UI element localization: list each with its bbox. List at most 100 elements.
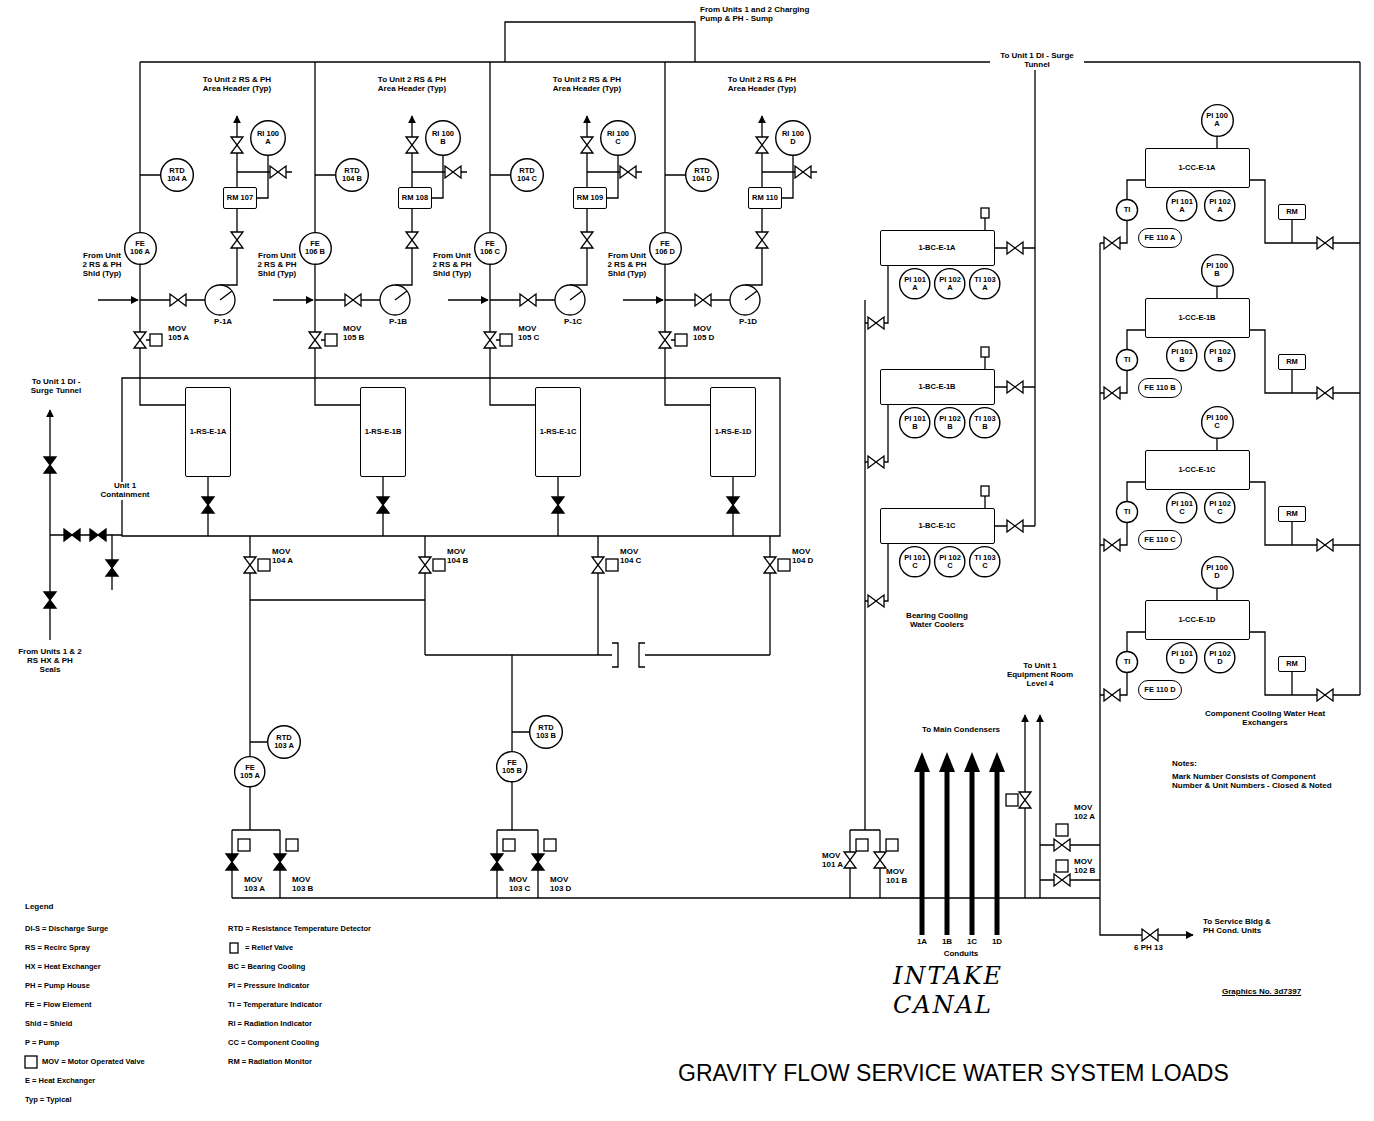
node-text: TI 103 C	[974, 554, 996, 570]
flow-element-circle: FE 105 A	[234, 756, 265, 787]
pipe-network	[50, 22, 1360, 935]
notes-text: Mark Number Consists of Component Number…	[1172, 773, 1332, 791]
rs-train	[448, 62, 642, 536]
legend-entry: MOV = Motor Operated Valve	[42, 1058, 145, 1066]
pressure-indicator: PI 101 B	[899, 407, 930, 438]
heat-exchanger-box: 1-CC-E-1A	[1145, 148, 1250, 188]
node-text: FE 105 A	[239, 764, 261, 780]
circle-outline	[1116, 199, 1137, 220]
bc-piping	[865, 486, 1035, 601]
pump-tag: P-1A	[206, 318, 240, 327]
node-text: RTD 104 A	[164, 167, 189, 183]
pipe-destination: To Unit 1 DI - Surge Tunnel	[20, 378, 92, 396]
node-text: RM	[1286, 208, 1298, 216]
circle-outline	[1201, 104, 1233, 136]
node-text: PI 101 A	[1171, 198, 1193, 214]
valve-tag: MOV 102 A	[1074, 804, 1100, 822]
heat-exchanger-box: 1-CC-E-1B	[1145, 298, 1250, 338]
pipe-connector	[1216, 438, 1217, 450]
circle-outline	[1167, 643, 1197, 673]
flow-element-tag: FE 110 D	[1138, 680, 1182, 700]
pressure-indicator: PI 102 C	[1204, 492, 1235, 523]
node-text: RTD 103 A	[271, 734, 296, 750]
pressure-indicator: PI 101 C	[1166, 492, 1197, 523]
valve-tag: MOV 101 B	[886, 868, 910, 886]
node-text: FE 105 B	[501, 759, 523, 775]
pipe-source: From Unit 2 RS & PH Shld (Typ)	[605, 252, 649, 279]
node-text: FE 110 A	[1145, 234, 1176, 242]
node-text: PI 100 B	[1205, 262, 1229, 278]
node-text: 1-BC-E-1B	[918, 383, 955, 391]
node-text: PI 101 A	[904, 276, 926, 292]
pump-tag: P-1B	[381, 318, 415, 327]
monitor-box: RM	[1278, 204, 1306, 220]
pipe-connector	[432, 156, 443, 198]
node-text: FE 106 D	[653, 240, 677, 256]
heat-exchanger-box: 1-RS-E-1C	[535, 387, 581, 477]
node-text: RM	[1286, 510, 1298, 518]
node-text: PI 101 B	[1171, 348, 1193, 364]
valve-tag: MOV 103 C	[509, 876, 535, 894]
circle-outline	[686, 159, 719, 192]
circle-outline	[299, 232, 331, 264]
area-name: Unit 1 Containment	[92, 482, 158, 500]
valve-tag: MOV 105 C	[518, 325, 544, 343]
legend-entry: Typ = Typical	[25, 1096, 72, 1104]
legend-entry: RM = Radiation Monitor	[228, 1058, 312, 1066]
circle-outline	[1201, 556, 1233, 588]
flow-element-tag: FE 110 C	[1138, 530, 1182, 550]
legend-entry: = Relief Valve	[245, 944, 293, 952]
node-text: 1-RS-E-1C	[540, 428, 577, 436]
heat-exchanger-box: 1-RS-E-1B	[360, 387, 406, 477]
legend-entry: TI = Temperature Indicator	[228, 1001, 322, 1009]
node-text: RTD 103 B	[533, 724, 558, 740]
group-caption: Component Cooling Water Heat Exchangers	[1198, 710, 1332, 728]
indicator-circle: RI 100 B	[425, 120, 461, 156]
node-text: FE 106 A	[128, 240, 152, 256]
pipe-destination: To Main Condensers	[918, 726, 1004, 735]
circle-outline	[1167, 493, 1197, 523]
pressure-indicator: PI 102 D	[1204, 642, 1235, 673]
valve-tag: MOV 104 B	[447, 548, 473, 566]
node-text: 1-RS-E-1A	[190, 428, 227, 436]
circle-outline	[235, 757, 265, 787]
monitor-box: RM 107	[223, 187, 257, 209]
valve-tag: MOV 102 B	[1074, 858, 1100, 876]
node-text: 1-BC-E-1C	[918, 522, 955, 530]
flow-element-circle: FE 106 A	[124, 232, 157, 265]
flow-element-tag: FE 110 B	[1138, 378, 1182, 398]
group-caption: Bearing Cooling Water Coolers	[895, 612, 979, 630]
node-text: RI 100 B	[430, 130, 457, 146]
circle-outline	[1116, 349, 1137, 370]
node-text: PI 101 B	[904, 415, 926, 431]
node-text: FE 110 C	[1144, 536, 1175, 544]
heat-exchanger-box: 1-CC-E-1D	[1145, 600, 1250, 640]
node-text: PI 102 B	[1209, 348, 1231, 364]
node-text: RM 109	[577, 194, 603, 202]
node-text: PI 101 C	[1171, 500, 1193, 516]
rtd-circle: RTD 104 D	[685, 158, 719, 192]
indicator-circle: RI 100 D	[775, 120, 811, 156]
legend-entry: P = Pump	[25, 1039, 59, 1047]
heat-exchanger-box: 1-RS-E-1D	[710, 387, 756, 477]
circle-outline	[900, 269, 930, 299]
heat-exchanger-box: 1-BC-E-1A	[880, 230, 995, 266]
monitor-box: RM 108	[398, 187, 432, 209]
valve-tag: MOV 105 B	[343, 325, 369, 343]
monitor-box: RM	[1278, 656, 1306, 672]
legend-entry: HX = Heat Exchanger	[25, 963, 101, 971]
pressure-indicator: PI 100 A	[1201, 104, 1234, 137]
circle-outline	[1205, 643, 1235, 673]
pressure-indicator: PI 102 B	[1204, 340, 1235, 371]
node-text: PI 102 C	[1209, 500, 1231, 516]
legend-symbols	[25, 943, 238, 1068]
valve-tag: MOV 104 C	[620, 548, 646, 566]
pump-tag: P-1C	[556, 318, 590, 327]
rtd-circle: RTD 104 A	[160, 158, 194, 192]
node-text: 1-CC-E-1C	[1178, 466, 1215, 474]
pipe-destination: To Unit 2 RS & PH Area Header (Typ)	[197, 76, 277, 94]
rs-train	[273, 62, 467, 536]
circle-outline	[511, 159, 544, 192]
node-text: FE 106 C	[478, 240, 502, 256]
node-text: 1-RS-E-1D	[715, 428, 752, 436]
